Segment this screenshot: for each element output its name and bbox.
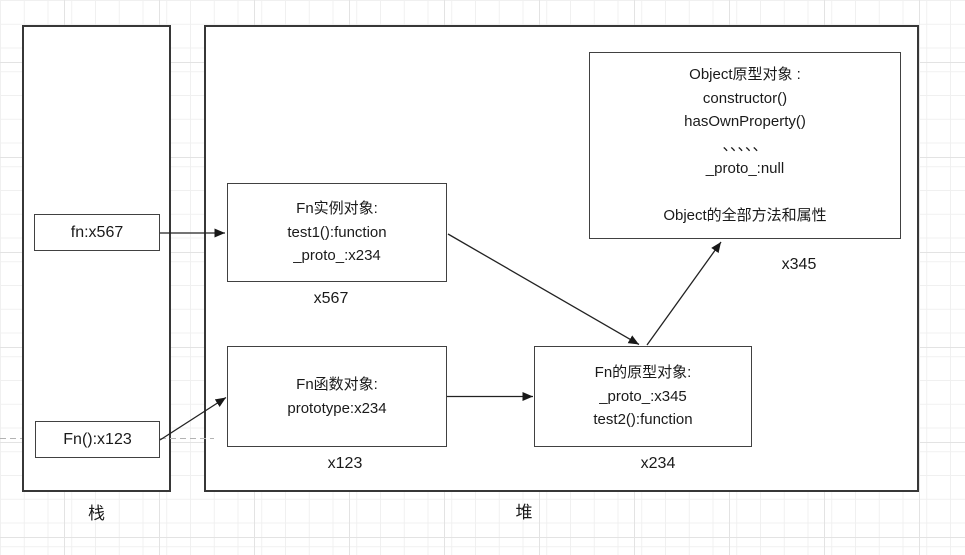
fn-function-prototype-ref: prototype:x234: [287, 399, 387, 417]
object-prototype-blank-line: [590, 181, 900, 205]
heap-region-label: 堆: [515, 503, 533, 522]
address-label-x567: x567: [313, 290, 349, 307]
object-prototype-proto-null: _proto_:null: [705, 160, 785, 178]
fn-prototype-proto-ref: _proto_:x345: [599, 387, 687, 405]
heap-box-fn-prototype[interactable]: Fn的原型对象: _proto_:x345 test2():function: [534, 346, 752, 447]
stack-var-Fn-call-label: Fn():x123: [63, 430, 132, 448]
object-prototype-title: Object原型对象 :: [689, 66, 801, 84]
stack-var-fn-label: fn:x567: [70, 223, 124, 241]
fn-instance-title: Fn实例对象:: [296, 200, 378, 218]
fn-function-title: Fn函数对象:: [296, 376, 378, 393]
fn-instance-proto-ref: _proto_:x234: [293, 247, 381, 265]
heap-box-fn-instance[interactable]: Fn实例对象: test1():function _proto_:x234: [227, 183, 447, 282]
object-prototype-note: Object的全部方法和属性: [663, 207, 827, 225]
object-prototype-constructor: constructor(): [702, 89, 788, 107]
object-prototype-ellipsis: 、、、、、: [722, 136, 768, 154]
stack-var-fn[interactable]: fn:x567: [34, 214, 160, 251]
object-prototype-hasownproperty: hasOwnProperty(): [684, 113, 806, 131]
fn-prototype-prop-test2: test2():function: [593, 411, 693, 429]
address-label-x123: x123: [327, 455, 363, 472]
fn-instance-prop-test1: test1():function: [287, 223, 387, 241]
heap-box-object-prototype[interactable]: Object原型对象 : constructor() hasOwnPropert…: [589, 52, 901, 239]
address-label-x345: x345: [781, 256, 817, 273]
stack-region[interactable]: [22, 25, 171, 492]
address-label-x234: x234: [640, 455, 676, 472]
fn-prototype-title: Fn的原型对象:: [594, 364, 692, 382]
stack-var-Fn-call[interactable]: Fn():x123: [35, 421, 160, 458]
stack-region-label: 栈: [88, 504, 105, 523]
heap-box-fn-function[interactable]: Fn函数对象: prototype:x234: [227, 346, 447, 447]
